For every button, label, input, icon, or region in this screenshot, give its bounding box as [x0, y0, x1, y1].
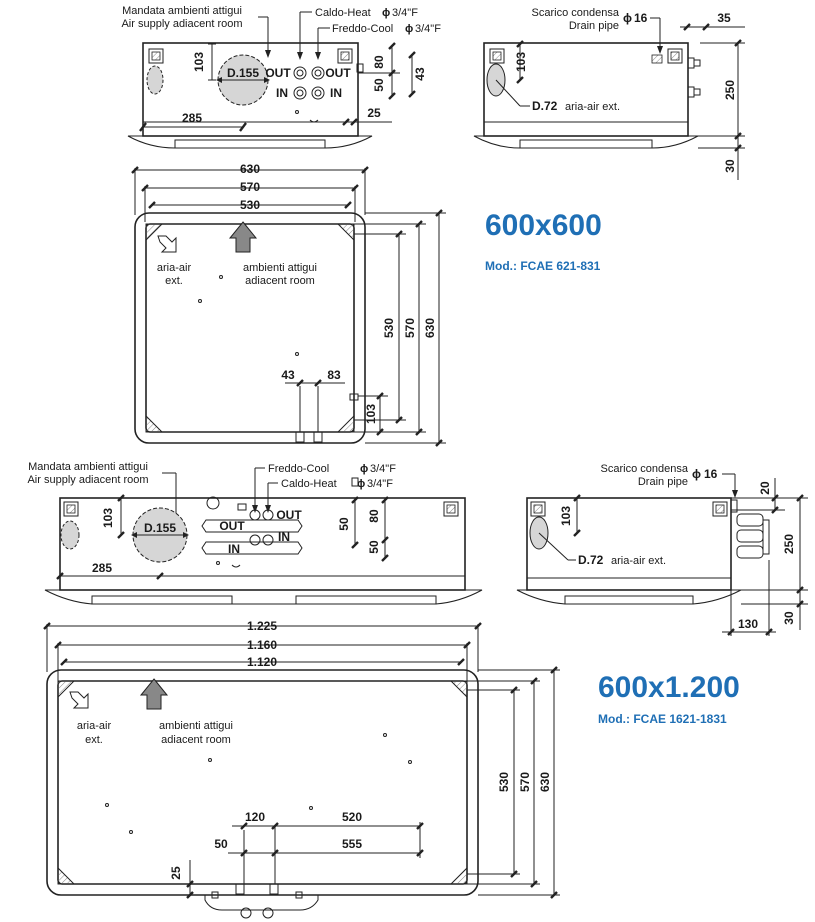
pipe-size: 3/4"F: [415, 23, 441, 35]
dim-1160: 1.160: [247, 638, 277, 652]
pipe-size: 3/4"F: [367, 478, 393, 490]
pipe-size: 3/4"F: [370, 463, 396, 475]
dim-120: 120: [245, 810, 265, 824]
dim-80: 80: [367, 509, 381, 523]
dim-130: 130: [738, 617, 758, 631]
out-label: OUT: [325, 66, 351, 80]
dim-285: 285: [182, 111, 202, 125]
phi-symbol: ϕ: [405, 23, 413, 35]
front-view-1200: Mandata ambienti attigui Air supply adia…: [27, 461, 483, 605]
pipe-size: 3/4"F: [392, 7, 418, 19]
dim-50b: 50: [367, 540, 381, 554]
in-label: IN: [228, 542, 240, 556]
ext-duct: D.72: [532, 99, 558, 113]
dim-570: 570: [240, 180, 260, 194]
dim-555: 555: [342, 837, 362, 851]
v-630: 630: [423, 318, 437, 338]
dim-80: 80: [372, 55, 386, 69]
side-view-1200: Scarico condensa Drain pipe ϕ 16 D.72 ar…: [516, 463, 808, 636]
dim-25: 25: [169, 866, 183, 880]
phi-symbol: ϕ: [623, 11, 632, 25]
supply-label-en: Air supply adiacent room: [121, 18, 242, 30]
dim-35: 35: [717, 11, 731, 25]
room-label-1: ambienti attigui: [243, 262, 317, 274]
ext-label-2: ext.: [85, 734, 103, 746]
model-title-600x1200: 600x1.200: [598, 671, 740, 704]
v-530: 530: [497, 772, 511, 792]
phi-symbol: ϕ: [360, 463, 368, 475]
phi-symbol: ϕ: [357, 478, 365, 490]
ext-label-1: aria-air: [157, 262, 192, 274]
dim-103: 103: [364, 404, 378, 424]
drain-label-it: Scarico condensa: [532, 7, 620, 19]
dim-103: 103: [192, 52, 206, 72]
in-label: IN: [276, 86, 288, 100]
dim-1120: 1.120: [247, 655, 277, 669]
top-view-1200: 1.225 1.160 1.120 aria-air ext. ambienti…: [43, 619, 560, 919]
drain-label-it: Scarico condensa: [601, 463, 689, 475]
drain-label-en: Drain pipe: [569, 20, 619, 32]
drain-size: 16: [704, 467, 718, 481]
model-code-600x600: Mod.: FCAE 621-831: [485, 259, 601, 273]
out-label: OUT: [276, 508, 302, 522]
dim-1225: 1.225: [247, 619, 277, 633]
dim-250: 250: [782, 534, 796, 554]
supply-label-it: Mandata ambienti attigui: [122, 5, 242, 17]
dim-30: 30: [782, 611, 796, 625]
dim-50: 50: [372, 78, 386, 92]
supply-label-it: Mandata ambienti attigui: [28, 461, 148, 473]
drain-label-en: Drain pipe: [638, 476, 688, 488]
heat-label: Caldo-Heat: [281, 478, 337, 490]
dim-630: 630: [240, 162, 260, 176]
dim-25: 25: [367, 106, 381, 120]
out-label: OUT: [265, 66, 291, 80]
in-label: IN: [278, 530, 290, 544]
duct-label: D.155: [144, 521, 176, 535]
cool-label: Freddo-Cool: [268, 463, 329, 475]
dim-43: 43: [413, 67, 427, 81]
ext-duct: D.72: [578, 553, 604, 567]
out-label: OUT: [219, 519, 245, 533]
v-570: 570: [403, 318, 417, 338]
drain-size: 16: [634, 11, 648, 25]
dim-20: 20: [758, 481, 772, 495]
phi-symbol: ϕ: [382, 7, 390, 19]
dim-103: 103: [559, 506, 573, 526]
dim-43: 43: [281, 368, 295, 382]
dim-103: 103: [514, 52, 528, 72]
dim-530: 530: [240, 198, 260, 212]
heat-label: Caldo-Heat: [315, 7, 371, 19]
v-570: 570: [518, 772, 532, 792]
dim-285: 285: [92, 561, 112, 575]
v-630: 630: [538, 772, 552, 792]
front-view-600: Mandata ambienti attigui Air supply adia…: [121, 5, 441, 149]
dim-520: 520: [342, 810, 362, 824]
room-label-2: adiacent room: [245, 275, 315, 287]
dim-50: 50: [214, 837, 228, 851]
room-label-1: ambienti attigui: [159, 720, 233, 732]
side-view-600: Scarico condensa Drain pipe ϕ 16 D.72 ar…: [473, 7, 745, 180]
ext-label: aria-air ext.: [565, 101, 620, 113]
dim-83: 83: [327, 368, 341, 382]
model-code-600x1200: Mod.: FCAE 1621-1831: [598, 712, 727, 726]
phi-symbol: ϕ: [692, 467, 701, 481]
dim-50a: 50: [337, 517, 351, 531]
top-view-600: 630 570 530 aria-air ext. ambienti attig…: [131, 162, 446, 447]
supply-label-en: Air supply adiacent room: [27, 474, 148, 486]
in-label: IN: [330, 86, 342, 100]
duct-label: D.155: [227, 66, 259, 80]
ext-label-1: aria-air: [77, 720, 112, 732]
cool-label: Freddo-Cool: [332, 23, 393, 35]
dim-250: 250: [723, 80, 737, 100]
dim-30: 30: [723, 159, 737, 173]
v-530: 530: [382, 318, 396, 338]
ext-label: aria-air ext.: [611, 555, 666, 567]
model-title-600x600: 600x600: [485, 209, 602, 242]
ext-label-2: ext.: [165, 275, 183, 287]
room-label-2: adiacent room: [161, 734, 231, 746]
dim-103: 103: [101, 508, 115, 528]
